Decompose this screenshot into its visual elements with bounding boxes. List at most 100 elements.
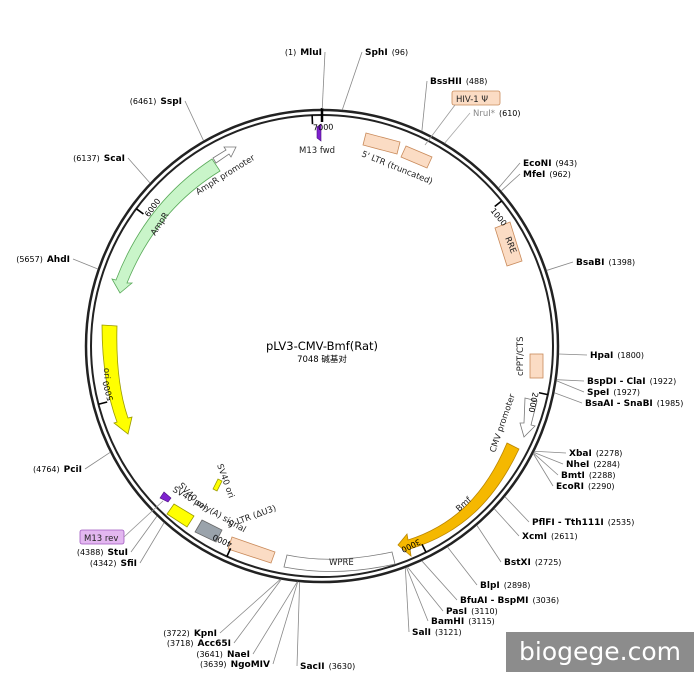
site-label[interactable]: SpeI (1927) bbox=[587, 382, 640, 399]
site-name: SacII bbox=[300, 662, 325, 672]
site-label[interactable]: BamHI (3115) bbox=[431, 611, 495, 628]
site-name: StuI bbox=[107, 548, 128, 558]
site-label[interactable]: XbaI (2278) bbox=[569, 443, 622, 460]
site-name: SphI bbox=[365, 48, 388, 58]
feature-sv40-ori-small[interactable]: SV40 ori bbox=[212, 463, 236, 500]
restriction-sites: (1) MluI SphI (96) BssHII (488) NruI* (610)… bbox=[16, 42, 683, 673]
feature-label: cPPT/CTS bbox=[516, 336, 526, 376]
site-leader bbox=[84, 452, 111, 470]
site-leader bbox=[504, 496, 530, 523]
tick-label: 7000 bbox=[313, 123, 334, 133]
watermark-box bbox=[506, 632, 694, 672]
site-position: (488) bbox=[466, 77, 488, 86]
site-label[interactable]: (4388) StuI bbox=[77, 542, 128, 559]
site-name: BssHII bbox=[430, 77, 462, 87]
site-label[interactable]: SalI (3121) bbox=[412, 622, 462, 639]
site-name: AhdI bbox=[47, 255, 70, 265]
site-label[interactable]: BssHII (488) bbox=[430, 71, 487, 88]
site-leader bbox=[252, 581, 298, 655]
site-name: NheI bbox=[566, 460, 589, 470]
site-label[interactable]: BmtI (2288) bbox=[561, 465, 616, 482]
site-position: (3630) bbox=[329, 662, 356, 671]
site-label[interactable]: BsaBI (1398) bbox=[576, 252, 635, 269]
site-label[interactable]: BfuAI - BspMI (3036) bbox=[460, 590, 559, 607]
feature-3ltr[interactable]: 3' LTR (ΔU3) bbox=[226, 504, 278, 564]
feature-hiv1-psi[interactable]: HIV-1 Ψ bbox=[424, 90, 501, 146]
site-label[interactable]: XcmI (2611) bbox=[522, 526, 578, 543]
site-label[interactable]: (4764) PciI bbox=[33, 459, 82, 476]
site-name: PflFI - Tth111I bbox=[532, 518, 604, 528]
site-label[interactable]: SphI (96) bbox=[365, 42, 408, 59]
site-position: (1985) bbox=[657, 399, 684, 408]
site-label[interactable]: EcoNI (943) bbox=[523, 153, 577, 170]
feature-m13-rev[interactable]: M13 rev bbox=[79, 491, 172, 545]
site-label[interactable]: PasI (3110) bbox=[446, 601, 498, 618]
site-leader bbox=[184, 100, 204, 141]
site-label[interactable]: (3718) Acc65I bbox=[167, 633, 231, 650]
site-label[interactable]: NheI (2284) bbox=[566, 454, 620, 471]
site-label[interactable]: (3639) NgoMIV bbox=[200, 654, 270, 671]
site-leader bbox=[139, 522, 165, 564]
site-name: XcmI bbox=[522, 532, 547, 542]
site-name: MluI bbox=[300, 48, 322, 58]
feature-ampr[interactable]: AmpR bbox=[111, 158, 221, 294]
feature-m13-fwd[interactable]: M13 fwd bbox=[299, 123, 335, 156]
site-label[interactable]: (1) MluI bbox=[285, 42, 322, 59]
site-label[interactable]: BlpI (2898) bbox=[480, 575, 530, 592]
feature-wpre[interactable]: WPRE bbox=[283, 551, 396, 572]
feature-ori[interactable]: ori bbox=[101, 324, 133, 435]
site-position: (3718) bbox=[167, 639, 194, 648]
site-label[interactable]: (5657) AhdI bbox=[16, 249, 70, 266]
site-leader bbox=[421, 560, 458, 601]
site-position: (96) bbox=[392, 48, 408, 57]
site-label[interactable]: NruI* (610) bbox=[473, 103, 521, 120]
site-position: (1927) bbox=[613, 388, 640, 397]
tick-mark bbox=[226, 547, 232, 557]
site-position: (3722) bbox=[163, 629, 190, 638]
site-label[interactable]: PflFI - Tth111I (2535) bbox=[532, 512, 634, 529]
site-position: (962) bbox=[549, 170, 571, 179]
site-position: (943) bbox=[556, 159, 578, 168]
site-label[interactable]: MfeI (962) bbox=[523, 164, 571, 181]
feature-label: M13 fwd bbox=[299, 146, 335, 156]
site-label[interactable]: HpaI (1800) bbox=[590, 345, 644, 362]
site-position: (3639) bbox=[200, 660, 227, 669]
site-position: (3641) bbox=[196, 650, 223, 659]
site-leader bbox=[219, 579, 281, 634]
site-leader bbox=[321, 51, 326, 110]
site-label[interactable]: (3722) KpnI bbox=[163, 623, 217, 640]
site-position: (2535) bbox=[608, 518, 635, 527]
site-name: PasI bbox=[446, 607, 467, 617]
feature-5ltr[interactable]: 5' LTR (truncated) bbox=[360, 132, 434, 187]
site-name: BsaBI bbox=[576, 258, 605, 268]
site-label[interactable]: (6137) ScaI bbox=[73, 148, 125, 165]
site-name: SfiI bbox=[120, 559, 137, 569]
site-label[interactable]: BstXI (2725) bbox=[504, 552, 561, 569]
site-leader bbox=[534, 450, 567, 454]
site-name: NgoMIV bbox=[231, 660, 270, 670]
site-label[interactable]: SacII (3630) bbox=[300, 656, 355, 673]
site-leader bbox=[498, 162, 521, 189]
site-name: SspI bbox=[160, 97, 182, 107]
tick-label: 4000 bbox=[211, 532, 233, 549]
feature-label: CMV promoter bbox=[488, 392, 518, 454]
site-leader bbox=[407, 566, 444, 612]
site-label[interactable]: (4342) SfiI bbox=[90, 553, 137, 570]
site-name: SpeI bbox=[587, 388, 609, 398]
site-label[interactable]: BsaAI - SnaBI (1985) bbox=[585, 393, 683, 410]
site-name: BstXI bbox=[504, 558, 531, 568]
site-position: (6137) bbox=[73, 154, 100, 163]
tick-label: 2000 bbox=[527, 391, 540, 413]
site-name: KpnI bbox=[194, 629, 217, 639]
feature-cppt-cts[interactable]: cPPT/CTS bbox=[516, 336, 544, 379]
feature-rre[interactable]: RRE bbox=[494, 221, 523, 267]
site-label[interactable]: (3641) NaeI bbox=[196, 644, 250, 661]
tick-mark bbox=[494, 200, 503, 208]
site-leader bbox=[233, 579, 282, 644]
site-label[interactable]: (6461) SspI bbox=[130, 91, 182, 108]
site-label[interactable]: EcoRI (2290) bbox=[556, 476, 615, 493]
site-name: BamHI bbox=[431, 617, 464, 627]
site-label[interactable]: BspDI - ClaI (1922) bbox=[587, 371, 676, 388]
site-leader bbox=[554, 392, 583, 404]
